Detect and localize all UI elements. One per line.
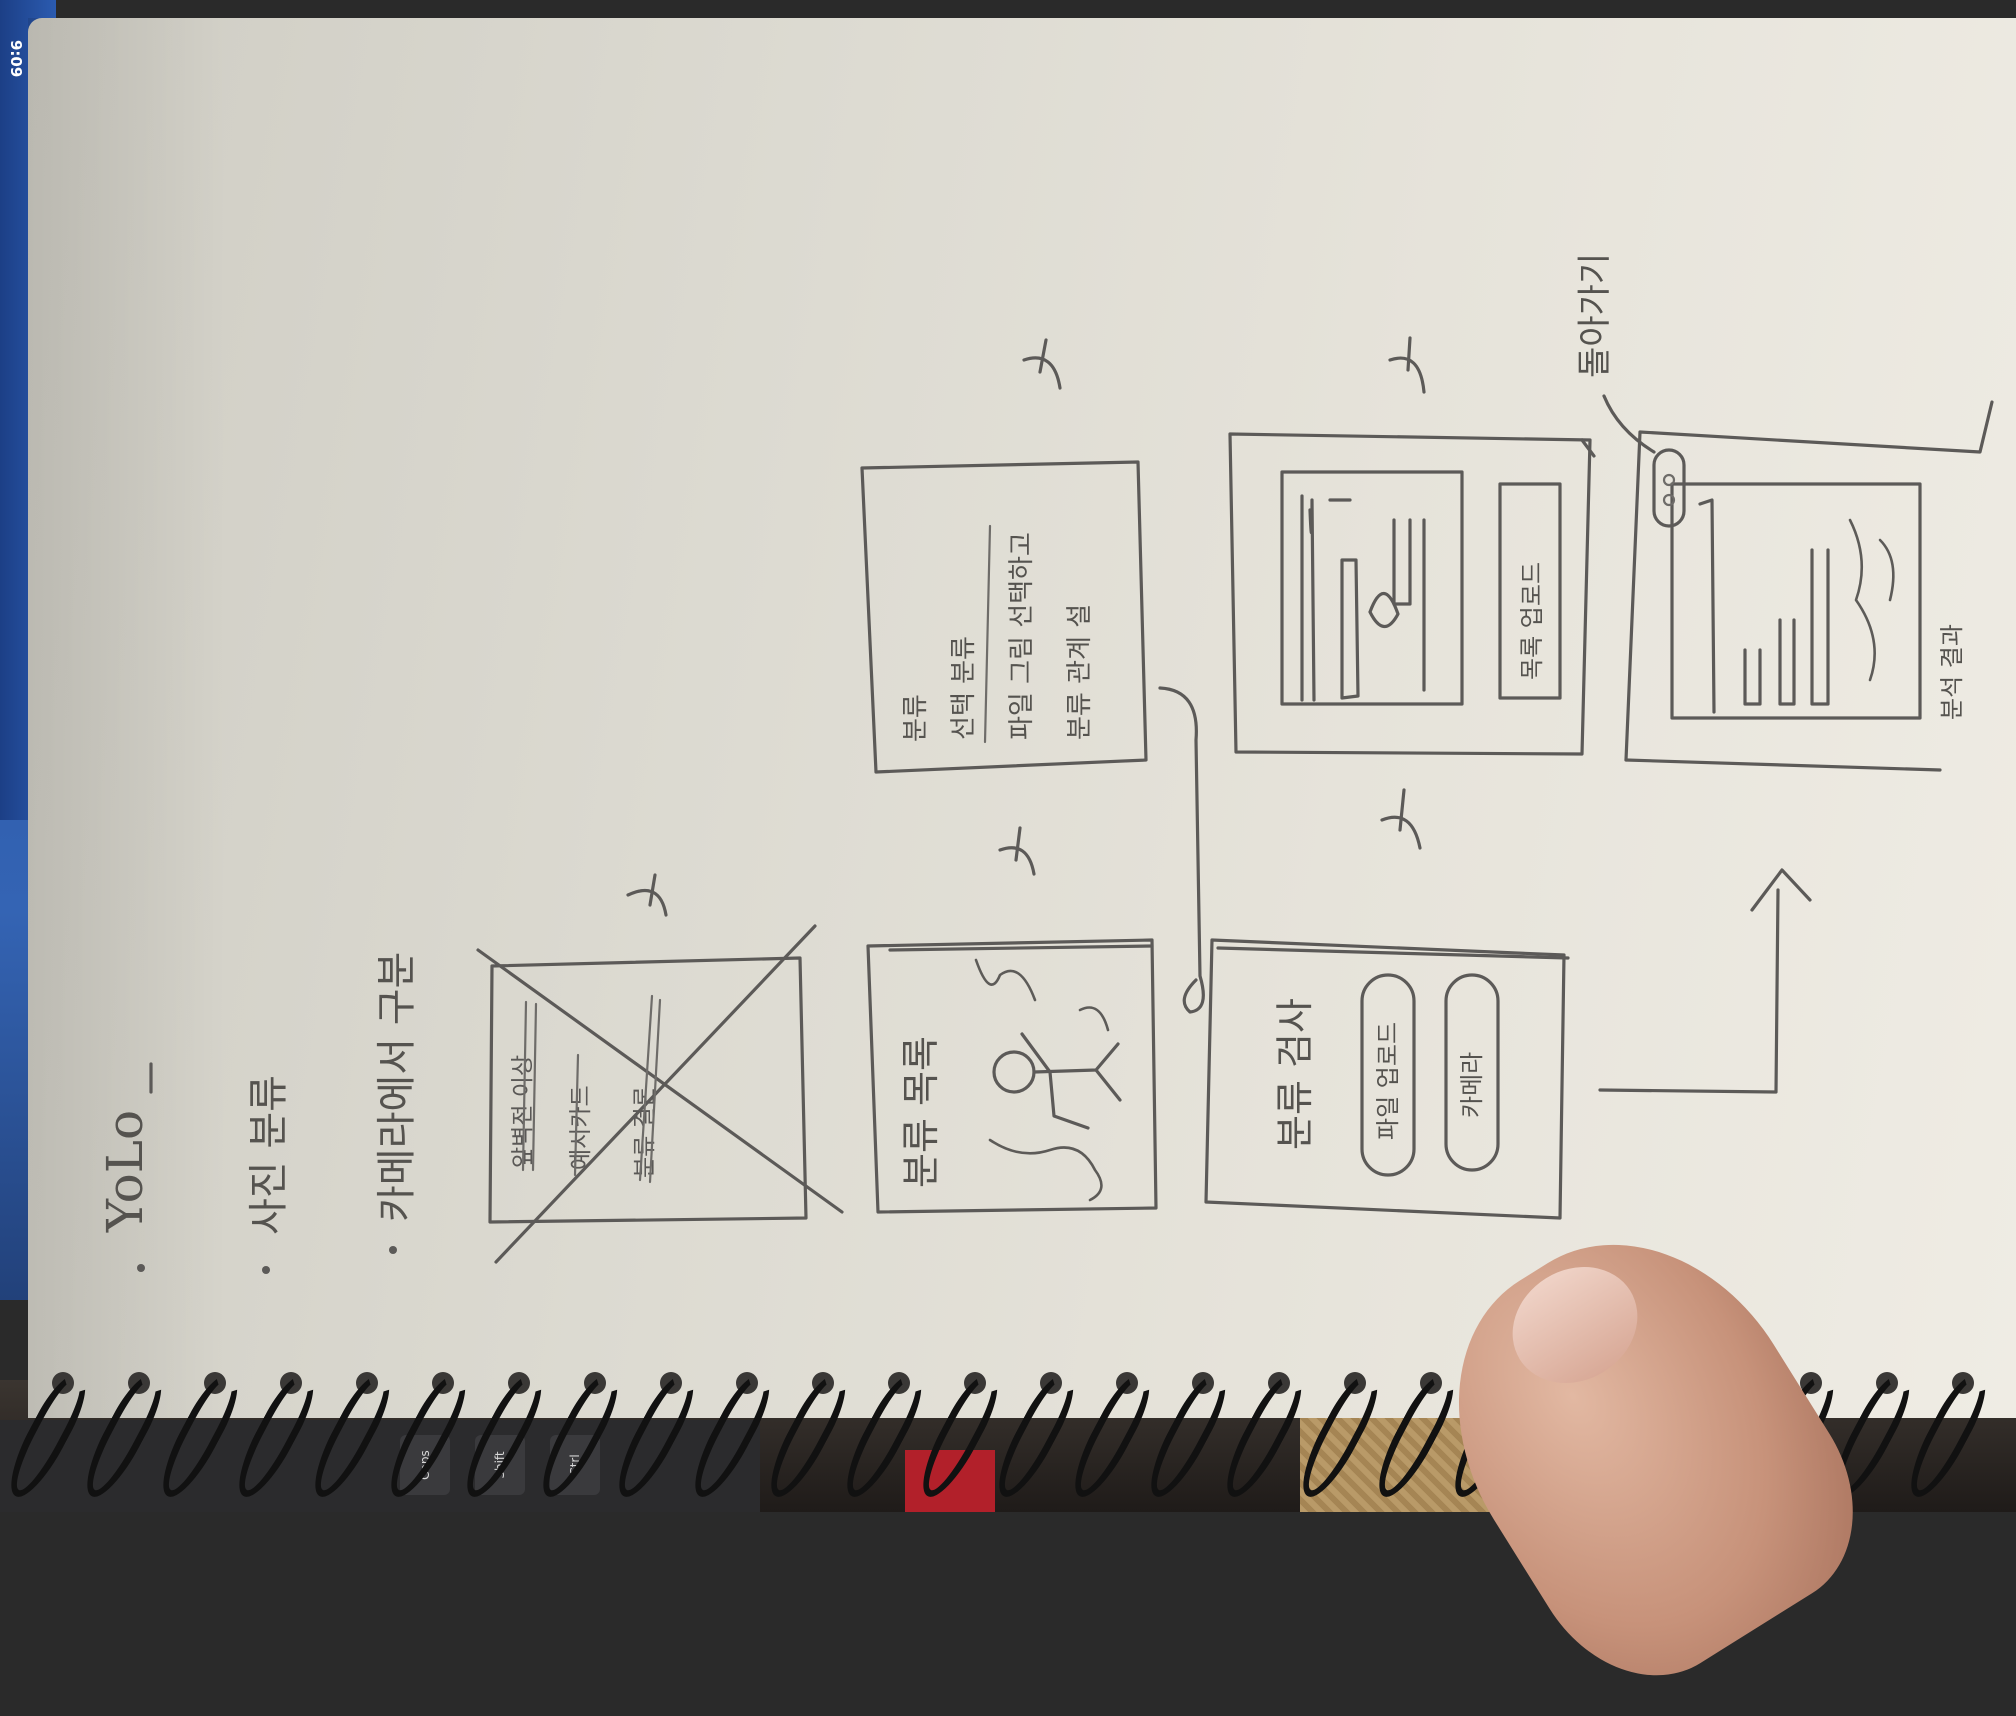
spiral-hole (280, 1372, 302, 1394)
spiral-hole (888, 1372, 910, 1394)
wireframe-screen-6-result: 돌아가기 분석 결과 (1575, 253, 1994, 772)
camera-button (1444, 973, 1500, 1172)
screen-3-line-2: 선택 분류 (949, 636, 979, 740)
red-object (905, 1450, 995, 1512)
screen-6-bar-3 (1810, 548, 1830, 706)
screen-6-bar-1 (1743, 648, 1762, 706)
note-bullet-3 (389, 1246, 397, 1254)
screen-5-bar-3 (1392, 518, 1412, 606)
spiral-hole (204, 1372, 226, 1394)
spiral-hole (736, 1372, 758, 1394)
connector-4-to-6 (1598, 888, 1780, 1094)
screen-3-line-4: 분류 관계 설 (1065, 604, 1095, 740)
spiral-hole (1192, 1372, 1214, 1394)
upload-file-button (1360, 973, 1416, 1177)
spiral-hole (356, 1372, 378, 1394)
arrow-5-next (1388, 356, 1426, 394)
screen-2-label: 분류 목록 (899, 1036, 943, 1188)
arrow-4-to-5 (1380, 815, 1422, 850)
spiral-hole (964, 1372, 986, 1394)
spiral-hole (1420, 1372, 1442, 1394)
spiral-hole (1876, 1372, 1898, 1394)
note-line-camera-classification: 카메라에서 구분 (374, 952, 420, 1222)
screen-1-line-2: 예시카드 (568, 1085, 594, 1170)
spiral-hole (52, 1372, 74, 1394)
screen-5-bar-2 (1368, 592, 1400, 629)
screen-3-line-3: 파일 그림 선택하고 (1007, 532, 1037, 740)
upload-file-button-label: 파일 업로드 (1374, 1022, 1402, 1140)
wireframe-screen-5-chart: 목록 업로드 (1228, 336, 1596, 756)
screen-5-bar-1 (1340, 558, 1360, 700)
spiral-hole (1952, 1372, 1974, 1394)
cross-out-line-1 (476, 948, 844, 1214)
upload-list-button-label: 목록 업로드 (1518, 562, 1546, 680)
spiral-hole (1040, 1372, 1062, 1394)
back-button (1652, 448, 1686, 528)
screen-6-bar-2 (1778, 618, 1796, 706)
spiral-hole (432, 1372, 454, 1394)
wireframe-screen-1-crossed: 앞벽전 이상 예시카드 분류 결론 (476, 873, 844, 1264)
arrow-1-to-2 (626, 889, 668, 917)
arrow-3-next (1022, 356, 1062, 390)
arrow-2-to-3 (998, 846, 1036, 876)
screen-3-line-1: 분류 (901, 694, 931, 742)
pencil-sketch: YoLo 사진 분류 카메라에서 구분 앞벽전 이상 예시카드 분류 결론 분류… (96, 253, 1994, 1274)
screen-5-chart-frame (1280, 470, 1464, 706)
note-bullet-2 (262, 1266, 270, 1274)
note-line-photo-classification: 사진 분류 (246, 1075, 292, 1235)
note-line-yolo: YoLo (96, 1110, 154, 1233)
spiral-hole (508, 1372, 530, 1394)
camera-button-label: 카메라 (1458, 1052, 1486, 1118)
spiral-hole (1116, 1372, 1138, 1394)
callout-label: 돌아가기 (1575, 253, 1615, 378)
callout-leader (1602, 394, 1656, 454)
screen-6-chart-frame (1670, 482, 1922, 720)
spiral-hole (1800, 1372, 1822, 1394)
wireframe-screen-2-figure: 분류 목록 (866, 826, 1158, 1214)
upload-list-button (1498, 482, 1562, 700)
wireframe-screen-3-list: 분류 선택 분류 파일 그림 선택하고 분류 관계 설 (860, 338, 1148, 774)
wireframe-screen-4-upload: 분류 검사 파일 업로드 카메라 (1204, 788, 1812, 1220)
spiral-hole (1268, 1372, 1290, 1394)
connector-3-to-4 (1158, 686, 1205, 1014)
stick-figure-head (992, 1050, 1036, 1094)
keyboard: Caps Shift Ctrl (0, 1420, 760, 1512)
screen-4-label: 분류 검사 (1273, 998, 1317, 1150)
spiral-hole (128, 1372, 150, 1394)
spiral-hole (812, 1372, 834, 1394)
screen-6-footer: 분석 결과 (1938, 624, 1966, 720)
note-bullet-1 (137, 1264, 145, 1272)
note-bullets (137, 1062, 397, 1274)
spiral-hole (1344, 1372, 1366, 1394)
spiral-hole (584, 1372, 606, 1394)
spiral-hole (660, 1372, 682, 1394)
